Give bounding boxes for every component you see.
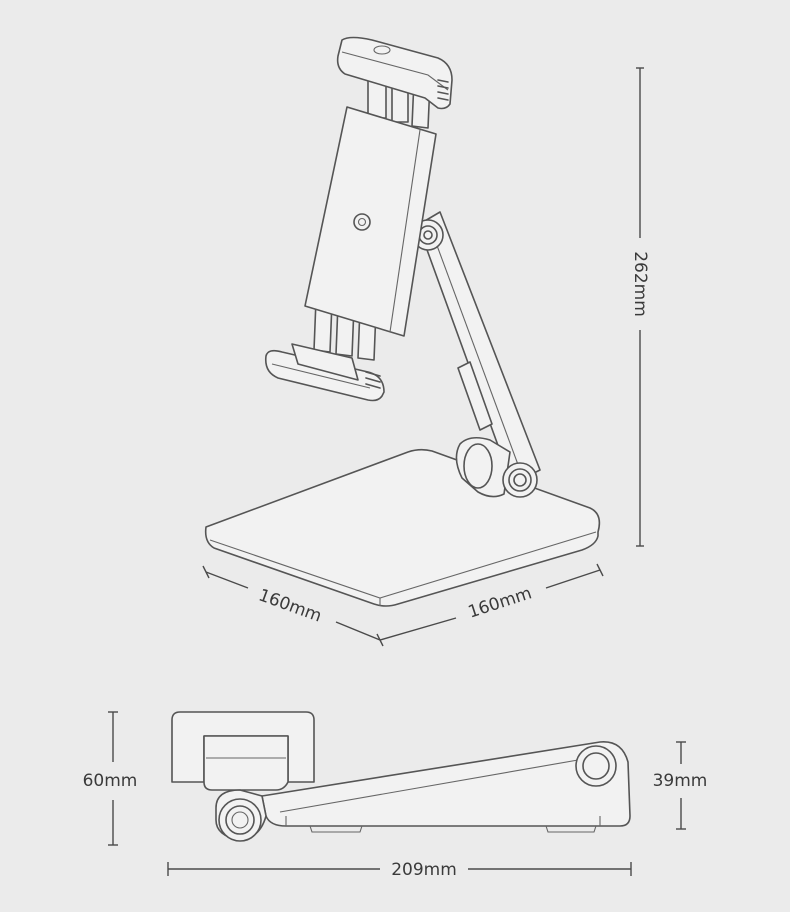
top-clamp-head bbox=[336, 36, 453, 110]
lower-hinge bbox=[455, 436, 538, 498]
dim-label-209: 209mm bbox=[391, 860, 457, 880]
dimension-folded-length-209: 209mm bbox=[167, 860, 632, 880]
folded-front-hinge bbox=[215, 789, 267, 842]
dim-label-160-right: 160mm bbox=[466, 583, 535, 622]
dim-label-60: 60mm bbox=[83, 771, 138, 791]
bottom-clamp-head bbox=[264, 343, 385, 402]
dim-label-39: 39mm bbox=[653, 771, 708, 791]
stand-isometric-view bbox=[204, 36, 601, 607]
dimension-folded-back-39: 39mm bbox=[653, 741, 708, 830]
support-arm bbox=[417, 211, 541, 485]
center-screw-icon bbox=[353, 213, 371, 231]
stand-folded-side-view bbox=[171, 711, 631, 842]
folded-base bbox=[261, 741, 631, 833]
folded-clamp-head bbox=[171, 711, 315, 791]
dimension-folded-height-60: 60mm bbox=[83, 711, 138, 846]
dim-label-160-left: 160mm bbox=[256, 585, 324, 626]
folded-rear-hinge bbox=[575, 745, 617, 787]
dimension-height-262: 262mm bbox=[630, 67, 650, 547]
base-plate bbox=[204, 448, 601, 607]
clamp-body bbox=[304, 106, 437, 337]
dim-label-262: 262mm bbox=[630, 251, 650, 317]
